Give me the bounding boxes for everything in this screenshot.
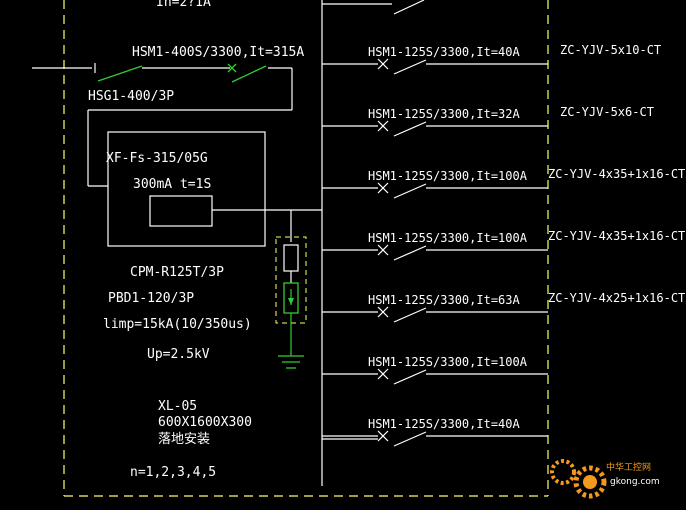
breaker-cross — [377, 244, 389, 256]
rcd-box — [107, 131, 322, 247]
branch-breaker-label: HSM1-125S/3300,It=40A — [368, 417, 520, 431]
spd-limp: limp=15kA(10/350us) — [103, 317, 252, 332]
rcd-setting: 300mA t=1S — [133, 177, 211, 192]
branch-3 — [322, 182, 548, 199]
branch-1 — [322, 58, 548, 75]
spd-up: Up=2.5kV — [147, 347, 210, 362]
branch-cable-label: ZC-YJV-4x35+1x16-CT — [548, 167, 685, 181]
branch-breaker-label: HSM1-125S/3300,It=63A — [368, 293, 520, 307]
breaker-switch-blade — [393, 307, 427, 323]
branch-cable-label: ZC-YJV-4x35+1x16-CT — [548, 229, 685, 243]
panel-enclosure-border — [63, 0, 549, 497]
breaker-switch-blade — [393, 431, 427, 447]
branch-breaker-label: HSM1-125S/3300,It=100A — [368, 355, 528, 369]
branch-6 — [322, 368, 548, 385]
gear-icon-large — [573, 465, 607, 499]
panel-install: 落地安装 — [158, 432, 210, 447]
spd-model: CPM-R125T/3P — [130, 265, 224, 280]
breaker-cross — [377, 182, 389, 194]
spd-backup-breaker: PBD1-120/3P — [108, 291, 194, 306]
branch-breaker-label: HSM1-125S/3300,It=100A — [368, 169, 528, 183]
spd-symbol — [275, 210, 307, 369]
branch-5 — [322, 306, 548, 323]
branch-7 — [322, 430, 548, 447]
watermark-logo: 中华工控网 gkong.com — [550, 459, 660, 499]
breaker-cross — [377, 368, 389, 380]
branch-breaker-label: HSM1-125S/3300,It=40A — [368, 45, 520, 59]
panel-circuits: n=1,2,3,4,5 — [130, 465, 216, 480]
watermark-cn: 中华工控网 — [606, 461, 651, 473]
panel-name: XL-05 — [158, 399, 197, 414]
breaker-cross — [377, 120, 389, 132]
breaker-switch-blade — [393, 183, 427, 199]
top-cut-label: In=2?1A — [156, 0, 211, 10]
branch-cable-label: ZC-YJV-4x25+1x16-CT — [548, 291, 685, 305]
isolator-label: HSG1-400/3P — [88, 89, 174, 104]
branch-breaker-label: HSM1-125S/3300,It=32A — [368, 107, 520, 121]
breaker-cross — [377, 306, 389, 318]
main-breaker-label: HSM1-400S/3300,It=315A — [132, 45, 304, 60]
branch-breaker-label: HSM1-125S/3300,It=100A — [368, 231, 528, 245]
breaker-switch-blade — [393, 369, 427, 385]
breaker-switch-blade — [393, 245, 427, 261]
branch-2 — [322, 120, 548, 137]
branch-cable-label: ZC-YJV-5x6-CT — [560, 105, 654, 119]
gear-icon — [550, 459, 576, 485]
branch-cable-label: ZC-YJV-5x10-CT — [560, 43, 661, 57]
incoming-feed — [32, 63, 293, 187]
breaker-cross — [377, 58, 389, 70]
branch-partial-top — [322, 0, 425, 15]
breaker-cross — [377, 430, 389, 442]
panel-size: 600X1600X300 — [158, 415, 252, 430]
breaker-switch-blade — [393, 121, 427, 137]
watermark-url: gkong.com — [610, 477, 660, 487]
branch-circuits: HSM1-125S/3300,It=40A ZC-YJV-5x10-CT HSM1-… — [322, 43, 685, 447]
branch-4 — [322, 244, 548, 261]
breaker-switch-blade — [393, 59, 427, 75]
rcd-label: XF-Fs-315/05G — [106, 151, 208, 166]
main-breaker-switch — [97, 63, 267, 83]
